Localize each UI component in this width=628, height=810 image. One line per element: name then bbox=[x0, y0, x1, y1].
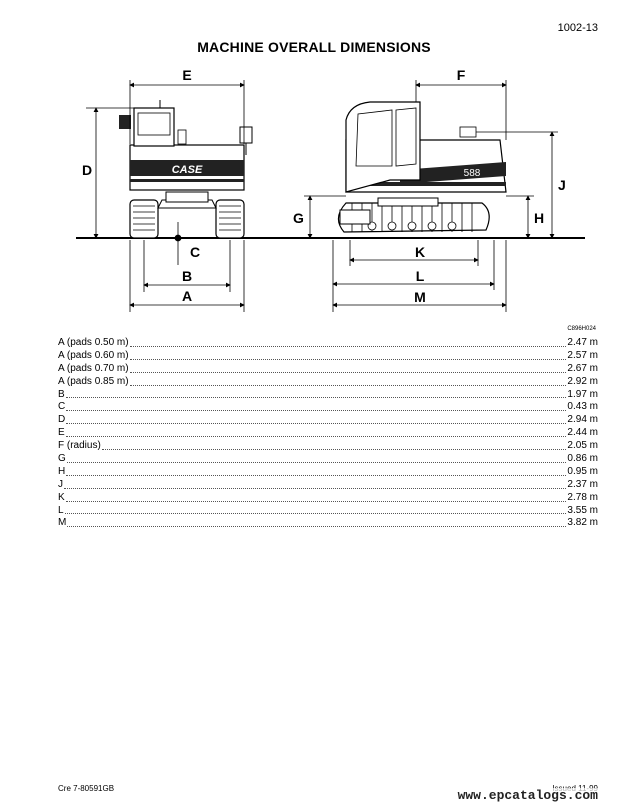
dimension-label: C bbox=[58, 401, 66, 413]
dimension-row: B 1.97 m bbox=[58, 389, 598, 402]
dot-leader bbox=[65, 492, 567, 502]
dimension-value: 2.94 m bbox=[567, 414, 598, 426]
dot-leader bbox=[66, 401, 567, 412]
dimension-row: G 0.86 m bbox=[58, 453, 598, 466]
dimension-label: D bbox=[58, 414, 66, 426]
dimensions-table: A (pads 0.50 m) 2.47 m A (pads 0.60 m) 2.5… bbox=[58, 337, 598, 530]
dimension-value: 3.55 m bbox=[567, 504, 598, 516]
dimension-label: A (pads 0.85 m) bbox=[58, 375, 129, 387]
dimension-value: 0.43 m bbox=[567, 401, 598, 413]
dot-leader bbox=[101, 440, 567, 451]
dimension-letter-d: D bbox=[82, 162, 92, 178]
brand-label-front: CASE bbox=[172, 164, 203, 176]
dimension-label: A (pads 0.70 m) bbox=[58, 362, 129, 374]
document-code: Cre 7-80591GB bbox=[58, 784, 115, 793]
watermark: www.epcatalogs.com bbox=[457, 788, 598, 803]
dimension-letter-k: K bbox=[415, 244, 425, 260]
dot-leader bbox=[129, 376, 567, 386]
dimension-row: A (pads 0.50 m) 2.47 m bbox=[58, 337, 598, 350]
dot-leader bbox=[66, 453, 567, 463]
dimension-label: H bbox=[58, 465, 66, 477]
dimension-row: A (pads 0.60 m) 2.57 m bbox=[58, 350, 598, 363]
dimension-value: 2.44 m bbox=[567, 427, 598, 439]
page-number: 1002-13 bbox=[557, 22, 598, 34]
dot-leader bbox=[129, 363, 567, 373]
dimension-letter-h: H bbox=[534, 210, 544, 226]
dimension-row: E 2.44 m bbox=[58, 427, 598, 440]
dimension-letter-e: E bbox=[182, 67, 191, 83]
dimension-row: H 0.95 m bbox=[58, 466, 598, 479]
page-title: MACHINE OVERALL DIMENSIONS bbox=[197, 39, 431, 55]
dimension-value: 2.92 m bbox=[567, 375, 598, 387]
dimension-value: 2.05 m bbox=[567, 440, 598, 452]
dimension-letter-j: J bbox=[558, 177, 566, 193]
dimension-row: A (pads 0.70 m) 2.67 m bbox=[58, 363, 598, 376]
dot-leader bbox=[67, 517, 567, 528]
dimension-row: A (pads 0.85 m) 2.92 m bbox=[58, 376, 598, 389]
dimension-value: 1.97 m bbox=[567, 388, 598, 400]
front-view-dimensions bbox=[86, 80, 245, 312]
dot-leader bbox=[129, 337, 567, 347]
dimension-letter-f: F bbox=[457, 67, 466, 83]
dot-leader bbox=[66, 466, 567, 476]
side-view-dimensions bbox=[304, 80, 558, 312]
dimension-label: E bbox=[58, 427, 65, 439]
dimension-letter-a: A bbox=[182, 288, 192, 304]
dot-leader bbox=[66, 414, 567, 425]
dimension-value: 0.86 m bbox=[567, 453, 598, 465]
dimension-label: A (pads 0.60 m) bbox=[58, 349, 129, 361]
dimension-letter-l: L bbox=[416, 268, 425, 284]
dot-leader bbox=[65, 427, 567, 438]
front-view-machine: CASE bbox=[119, 100, 253, 239]
dimension-value: 3.82 m bbox=[567, 517, 598, 529]
dimension-label: J bbox=[58, 478, 63, 490]
dimension-label: B bbox=[58, 388, 65, 400]
dimension-label: M bbox=[58, 517, 67, 529]
dimension-letter-c: C bbox=[190, 244, 200, 260]
dimension-label: K bbox=[58, 491, 65, 503]
dimension-value: 2.67 m bbox=[567, 362, 598, 374]
model-label-side: 588 bbox=[464, 168, 481, 179]
dimension-row: F (radius) 2.05 m bbox=[58, 440, 598, 453]
figure-code: C896H024 bbox=[567, 326, 596, 332]
dimensions-diagram: CASE E D C B A bbox=[76, 67, 585, 312]
dimension-label: G bbox=[58, 453, 66, 465]
dot-leader bbox=[129, 350, 567, 360]
dimension-value: 2.57 m bbox=[567, 349, 598, 361]
dimension-label: L bbox=[58, 504, 64, 516]
dimension-letter-g: G bbox=[293, 210, 304, 226]
dot-leader bbox=[64, 479, 567, 489]
dot-leader bbox=[65, 389, 567, 399]
side-view-machine: 588 bbox=[337, 101, 507, 233]
dot-leader bbox=[64, 505, 567, 515]
dimension-row: M 3.82 m bbox=[58, 517, 598, 530]
dimension-row: C 0.43 m bbox=[58, 401, 598, 414]
dimension-letter-b: B bbox=[182, 268, 192, 284]
dimension-row: L 3.55 m bbox=[58, 505, 598, 518]
dimension-row: D 2.94 m bbox=[58, 414, 598, 427]
dimension-value: 2.37 m bbox=[567, 478, 598, 490]
dimension-value: 2.78 m bbox=[567, 491, 598, 503]
dimension-letter-m: M bbox=[414, 289, 426, 305]
dimension-value: 0.95 m bbox=[567, 465, 598, 477]
dimension-value: 2.47 m bbox=[567, 337, 598, 348]
dimension-row: K 2.78 m bbox=[58, 492, 598, 505]
dimension-row: J 2.37 m bbox=[58, 479, 598, 492]
dimension-label: F (radius) bbox=[58, 440, 101, 452]
dimension-label: A (pads 0.50 m) bbox=[58, 337, 129, 348]
